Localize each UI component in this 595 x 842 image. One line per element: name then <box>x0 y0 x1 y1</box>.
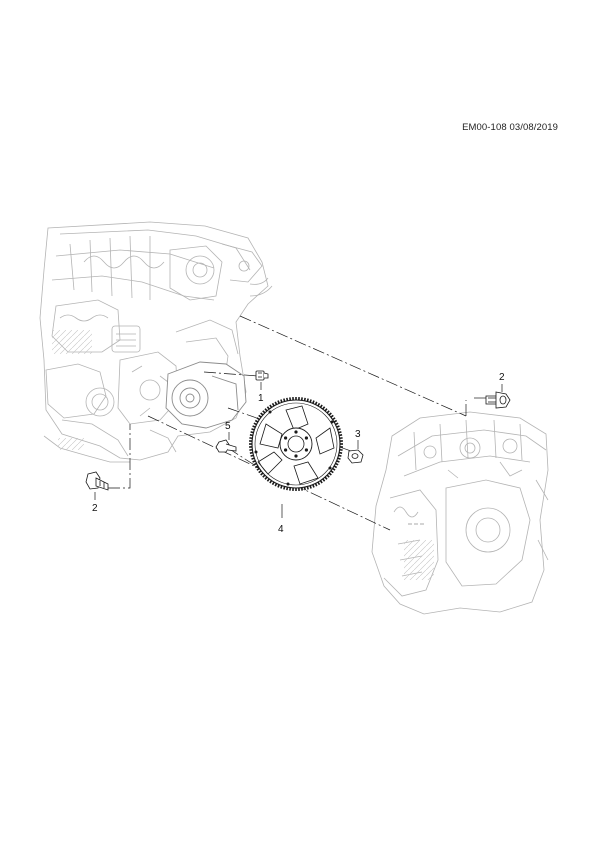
alignment-line-bolt2-left <box>108 424 131 489</box>
callout-4: 4 <box>278 524 284 535</box>
flexplate-spacer <box>347 449 364 464</box>
callout-2-right: 2 <box>499 372 505 383</box>
callout-2-left: 2 <box>92 503 98 514</box>
transmission-bolt-right <box>485 391 511 409</box>
crankshaft-flange <box>165 361 247 429</box>
transmission-bolt-left <box>85 471 109 491</box>
callout-1: 1 <box>258 393 264 404</box>
flywheel-bolt <box>255 370 269 381</box>
callout-3: 3 <box>355 429 361 440</box>
engine-block <box>39 221 273 463</box>
diagram-reference-code: EM00-108 03/08/2019 <box>462 122 558 133</box>
leader-lines <box>94 382 503 518</box>
flexplate <box>249 397 343 491</box>
callout-5: 5 <box>225 421 231 432</box>
transmission-bolt-short <box>215 439 237 453</box>
alignment-line-upper <box>239 315 467 417</box>
transmission-case <box>371 411 549 615</box>
alignment-line-lower <box>147 415 391 531</box>
